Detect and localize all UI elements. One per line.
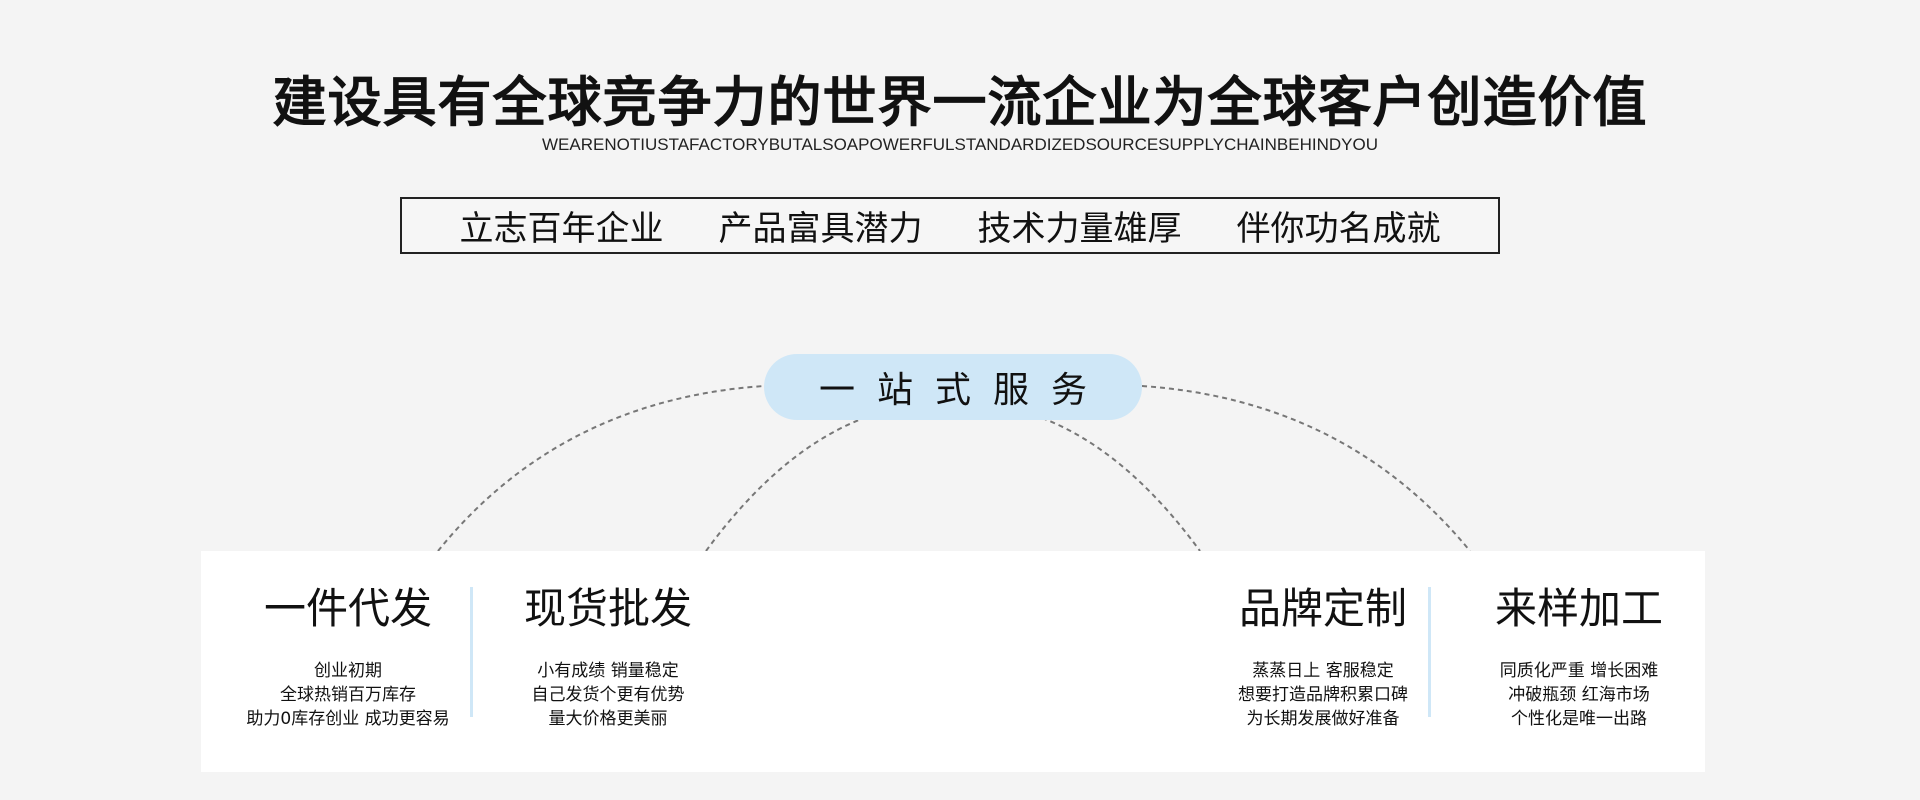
card-divider [470,587,473,717]
slogan-item: 立志百年企业 [459,209,664,249]
card-desc-line: 为长期发展做好准备 [1246,709,1400,729]
outer-arc-right [1141,385,1471,552]
card-brand-customization: 品牌定制 蒸蒸日上 客服稳定 想要打造品牌积累口碑 为长期发展做好准备 [1203,579,1443,731]
outer-arc-left [437,385,765,552]
card-desc-line: 个性化是唯一出路 [1511,709,1647,729]
card-sample-processing: 来样加工 同质化严重 增长困难 冲破瓶颈 红海市场 个性化是唯一出路 [1459,579,1699,731]
card-desc-line: 助力0库存创业 成功更容易 [246,709,450,729]
one-stop-service-badge: 一站式服务 [764,354,1142,420]
card-title: 来样加工 [1494,584,1663,633]
card-divider [1428,587,1431,717]
page-subtitle: WEARENOTIUSTAFACTORYBUTALSOAPOWERFULSTAN… [542,135,1378,154]
card-desc-line: 创业初期 [314,661,382,681]
card-desc-line: 量大价格更美丽 [548,709,668,729]
slogan-item: 伴你功名成就 [1236,209,1441,249]
card-desc-line: 蒸蒸日上 客服稳定 [1252,661,1394,681]
service-card-panel: 一件代发 创业初期 全球热销百万库存 助力0库存创业 成功更容易 现货批发 小有… [201,551,1705,772]
card-desc-line: 全球热销百万库存 [280,685,416,705]
slogan-item: 技术力量雄厚 [977,209,1182,249]
page-title: 建设具有全球竞争力的世界一流企业为全球客户创造价值 [272,71,1648,134]
card-title: 现货批发 [523,584,692,633]
slogan-banner: 立志百年企业 产品富具潜力 技术力量雄厚 伴你功名成就 [400,197,1500,254]
card-description: 创业初期 全球热销百万库存 助力0库存创业 成功更容易 [228,659,468,731]
card-title: 品牌定制 [1238,584,1407,633]
inner-arc-right [1041,417,1201,552]
card-desc-line: 自己发货个更有优势 [531,685,685,705]
card-description: 小有成绩 销量稳定 自己发货个更有优势 量大价格更美丽 [488,659,728,731]
card-description: 同质化严重 增长困难 冲破瓶颈 红海市场 个性化是唯一出路 [1459,659,1699,731]
card-desc-line: 冲破瓶颈 红海市场 [1508,685,1650,705]
card-desc-line: 想要打造品牌积累口碑 [1238,685,1408,705]
card-description: 蒸蒸日上 客服稳定 想要打造品牌积累口碑 为长期发展做好准备 [1203,659,1443,731]
card-desc-line: 小有成绩 销量稳定 [537,661,679,681]
inner-arc-left [705,417,865,552]
slogan-item: 产品富具潜力 [718,209,923,249]
card-wholesale: 现货批发 小有成绩 销量稳定 自己发货个更有优势 量大价格更美丽 [488,579,728,731]
card-dropshipping: 一件代发 创业初期 全球热销百万库存 助力0库存创业 成功更容易 [228,579,468,731]
card-desc-line: 同质化严重 增长困难 [1499,661,1659,681]
card-title: 一件代发 [263,584,432,633]
